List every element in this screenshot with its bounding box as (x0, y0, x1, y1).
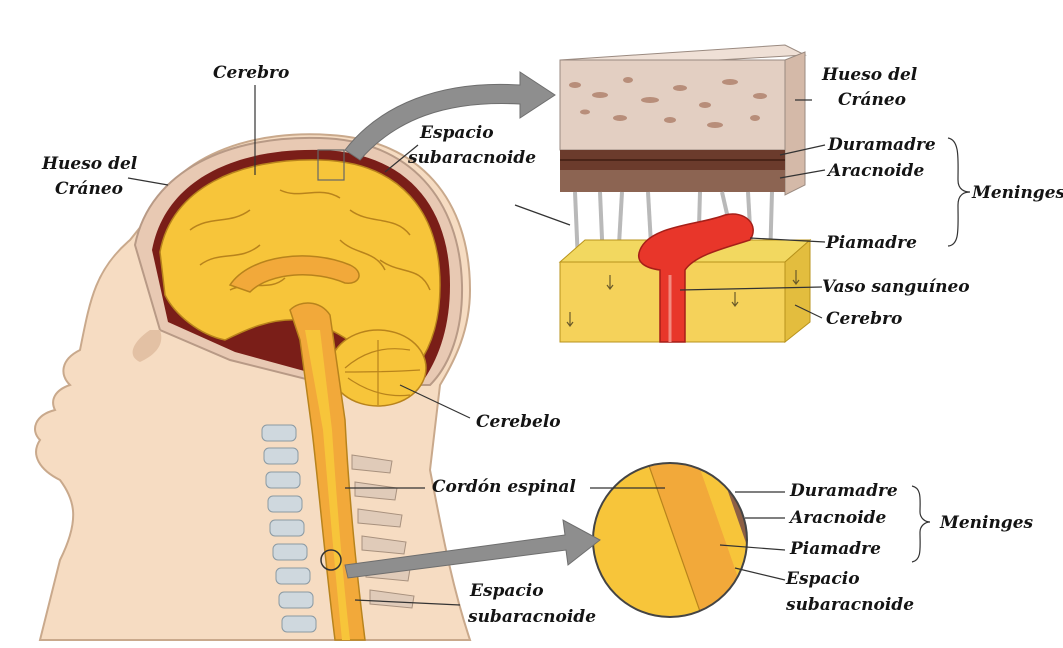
label-duramadre-bottom: Duramadre (790, 480, 898, 502)
label-cordon-espinal: Cordón espinal (432, 476, 576, 498)
label-hueso-right-line2: Cráneo (838, 89, 906, 111)
label-aracnoide-top: Aracnoide (828, 160, 924, 182)
bone-front (560, 60, 785, 150)
label-duramadre-top: Duramadre (828, 134, 936, 156)
label-hueso-left-line1: Hueso del (42, 153, 137, 175)
label-espacio-bottom-line2: subaracnoide (468, 606, 596, 628)
brain-meninges-block (560, 45, 810, 342)
meninges-bracket-bottom (912, 486, 930, 562)
label-espacio-circle-line2: subaracnoide (786, 594, 914, 616)
label-piamadre-bottom: Piamadre (790, 538, 881, 560)
label-espacio-bottom-line1: Espacio (470, 580, 544, 602)
label-piamadre-top: Piamadre (826, 232, 917, 254)
label-aracnoide-bottom: Aracnoide (790, 507, 886, 529)
arachnoid-band (560, 170, 785, 192)
label-espacio-top-line1: Espacio (420, 122, 494, 144)
label-hueso-right-line1: Hueso del (822, 64, 917, 86)
meninges-bracket-top (948, 138, 970, 246)
label-cerebro-right: Cerebro (826, 308, 902, 330)
label-cerebro-top: Cerebro (213, 62, 289, 84)
label-meninges-top: Meninges (972, 182, 1063, 204)
label-espacio-top-line2: subaracnoide (408, 147, 536, 169)
label-espacio-circle-line1: Espacio (786, 568, 860, 590)
label-cerebelo: Cerebelo (476, 411, 561, 433)
label-hueso-left-line2: Cráneo (55, 178, 123, 200)
label-vaso-sanguineo: Vaso sanguíneo (822, 276, 970, 298)
label-meninges-bottom: Meninges (940, 512, 1033, 534)
